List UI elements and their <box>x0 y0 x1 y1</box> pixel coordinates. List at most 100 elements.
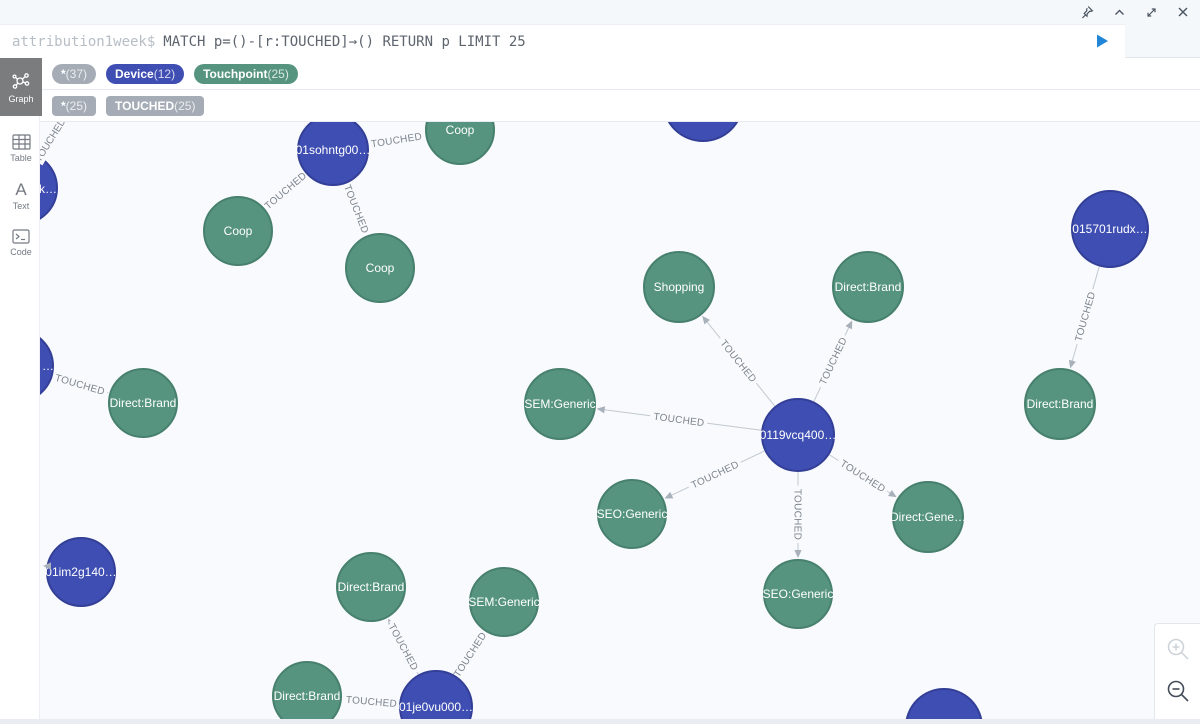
graph-node[interactable]: Direct:Brand <box>1024 368 1096 440</box>
node-caption: Shopping <box>654 280 705 294</box>
graph-node[interactable]: Shopping <box>643 251 715 323</box>
node-caption: SEM:Generic <box>524 397 595 411</box>
node-caption: Coop <box>224 224 253 238</box>
tab-code[interactable]: Code <box>0 229 42 257</box>
arrowhead-icon <box>845 320 853 330</box>
graph-node[interactable]: Direct:Brand <box>108 368 178 438</box>
arrowhead-icon <box>888 489 897 498</box>
close-icon[interactable] <box>1174 3 1192 21</box>
node-caption: Coop <box>446 123 475 137</box>
graph-relationship[interactable]: TOUCHED <box>1067 266 1102 369</box>
cypher-query-text[interactable]: MATCH p=()-[r:TOUCHED]→() RETURN p LIMIT… <box>163 33 526 50</box>
graph-node[interactable] <box>40 330 54 402</box>
graph-node[interactable]: 01sohntg00… <box>296 122 371 186</box>
node-caption: Direct:Brand <box>274 689 341 703</box>
graph-relationship[interactable]: TOUCHED <box>449 627 493 683</box>
relationship-label[interactable]: TOUCHED <box>788 485 806 543</box>
graph-relationship[interactable]: TOUCHED <box>663 450 765 502</box>
relationship-label[interactable]: TOUCHED <box>342 691 401 713</box>
collapse-icon[interactable] <box>1110 3 1128 21</box>
graph-node[interactable]: SEO:Generic <box>763 559 834 629</box>
tab-graph[interactable]: Graph <box>0 58 42 116</box>
relationship-label[interactable]: TOUCHED <box>367 128 426 154</box>
graph-node[interactable]: SEO:Generic <box>597 479 668 549</box>
tab-table[interactable]: Table <box>0 134 42 163</box>
graph-node[interactable] <box>663 122 743 142</box>
relationship-label[interactable]: TOUCHED <box>649 408 708 433</box>
graph-node[interactable]: SEM:Generic <box>468 567 540 637</box>
node-label-pill[interactable]: *(37) <box>52 63 97 84</box>
nodes-layer: 01sohntg00… 015701rudx… 0119vcq400… 01im2g1… <box>40 122 1149 719</box>
graph-relationship[interactable]: TOUCHED <box>367 128 426 154</box>
graph-node[interactable]: Direct:Brand <box>272 661 342 719</box>
arrowhead-icon <box>360 225 368 235</box>
graph-relationship[interactable]: TOUCHED <box>259 167 312 216</box>
graph-relationship[interactable]: TOUCHED <box>813 319 856 402</box>
graph-relationship[interactable]: TOUCHED <box>829 454 898 501</box>
relationship-label[interactable]: TOUCHED <box>449 627 493 683</box>
node-label-pill[interactable]: Device(12) <box>106 63 185 84</box>
graph-node[interactable]: Coop <box>203 196 273 266</box>
relationship-label[interactable]: TOUCHED <box>686 456 744 495</box>
graph-node[interactable]: 0119vcq400… <box>760 398 837 472</box>
node-caption: 01je0vu000… <box>399 700 473 714</box>
relationship-label[interactable]: TOUCHED <box>834 455 890 499</box>
graph-relationship[interactable]: TOUCHED <box>788 472 806 558</box>
graph-node[interactable]: Direct:Brand <box>832 251 904 323</box>
pin-icon[interactable] <box>1078 3 1096 21</box>
relationship-label[interactable]: TOUCHED <box>814 332 853 390</box>
graph-node[interactable]: 015701rudx… <box>1071 190 1149 268</box>
arrowhead-icon <box>664 491 674 499</box>
graph-legend: *(37) Device(12) Touchpoint(25) *(25) TOUCH… <box>40 58 1200 122</box>
relationship-label-partial: TOUCHED <box>40 122 68 164</box>
arrowhead-icon <box>265 199 274 208</box>
frame-topbar <box>0 0 1200 24</box>
node-caption: 015701rudx… <box>1072 222 1147 236</box>
graph-relationship[interactable]: TOUCHED <box>382 617 423 676</box>
node-caption: Direct:Brand <box>110 396 177 410</box>
node-labels-row: *(37) Device(12) Touchpoint(25) <box>40 58 1200 90</box>
graph-relationship[interactable]: TOUCHED <box>50 369 110 401</box>
query-editor[interactable]: attribution1week$ MATCH p=()-[r:TOUCHED]… <box>0 24 1125 58</box>
graph-relationship[interactable]: TOUCHED <box>338 180 374 239</box>
node-caption: Direct:Gene… <box>890 510 966 524</box>
zoom-panel <box>1154 623 1200 719</box>
relationship-type-pill[interactable]: *(25) <box>52 95 97 116</box>
relationship-label[interactable]: TOUCHED <box>382 619 423 676</box>
graph-relationship[interactable]: TOUCHED <box>699 314 776 407</box>
result-view-sidebar: Graph Table A Text Code <box>0 58 42 719</box>
zoom-in-button[interactable] <box>1163 636 1193 666</box>
graph-node[interactable]: SEM:Generic <box>524 368 596 440</box>
arrowhead-icon <box>415 133 425 141</box>
graph-node[interactable]: 01je0vu000… <box>399 670 473 719</box>
arrowhead-icon <box>477 632 485 641</box>
graph-node[interactable]: 01… <box>905 688 983 719</box>
graph-node[interactable]: Direct:Gene… <box>890 481 966 553</box>
graph-node[interactable]: Direct:Brand <box>336 552 406 622</box>
expand-icon[interactable] <box>1142 3 1160 21</box>
relationship-label[interactable]: TOUCHED <box>714 335 762 389</box>
tab-table-label: Table <box>10 153 32 163</box>
arrowhead-icon <box>596 406 606 414</box>
relationship-label[interactable]: TOUCHED <box>50 369 109 401</box>
relationship-label[interactable]: TOUCHED <box>338 180 374 239</box>
tab-text[interactable]: A Text <box>0 181 42 211</box>
graph-relationship[interactable]: TOUCHED <box>596 405 762 433</box>
zoom-out-button[interactable] <box>1163 677 1193 707</box>
node-caption: Direct:Brand <box>835 280 902 294</box>
relationship-type-pill[interactable]: TOUCHED(25) <box>106 95 205 116</box>
node-caption: SEO:Generic <box>763 587 834 601</box>
node-caption: SEO:Generic <box>597 507 668 521</box>
node-caption: Coop <box>366 261 395 275</box>
graph-node[interactable] <box>40 152 58 224</box>
arrowhead-icon <box>1068 359 1076 369</box>
graph-node[interactable]: Coop <box>425 122 495 165</box>
relationship-label[interactable]: TOUCHED <box>1070 287 1102 346</box>
graph-node[interactable]: 01im2g140… <box>45 537 117 607</box>
graph-node[interactable]: Coop <box>345 233 415 303</box>
node-label-pill[interactable]: Touchpoint(25) <box>194 63 298 84</box>
relationship-label[interactable]: TOUCHED <box>259 167 312 216</box>
graph-relationship[interactable]: TOUCHED <box>342 691 401 713</box>
play-icon[interactable] <box>1093 33 1111 51</box>
